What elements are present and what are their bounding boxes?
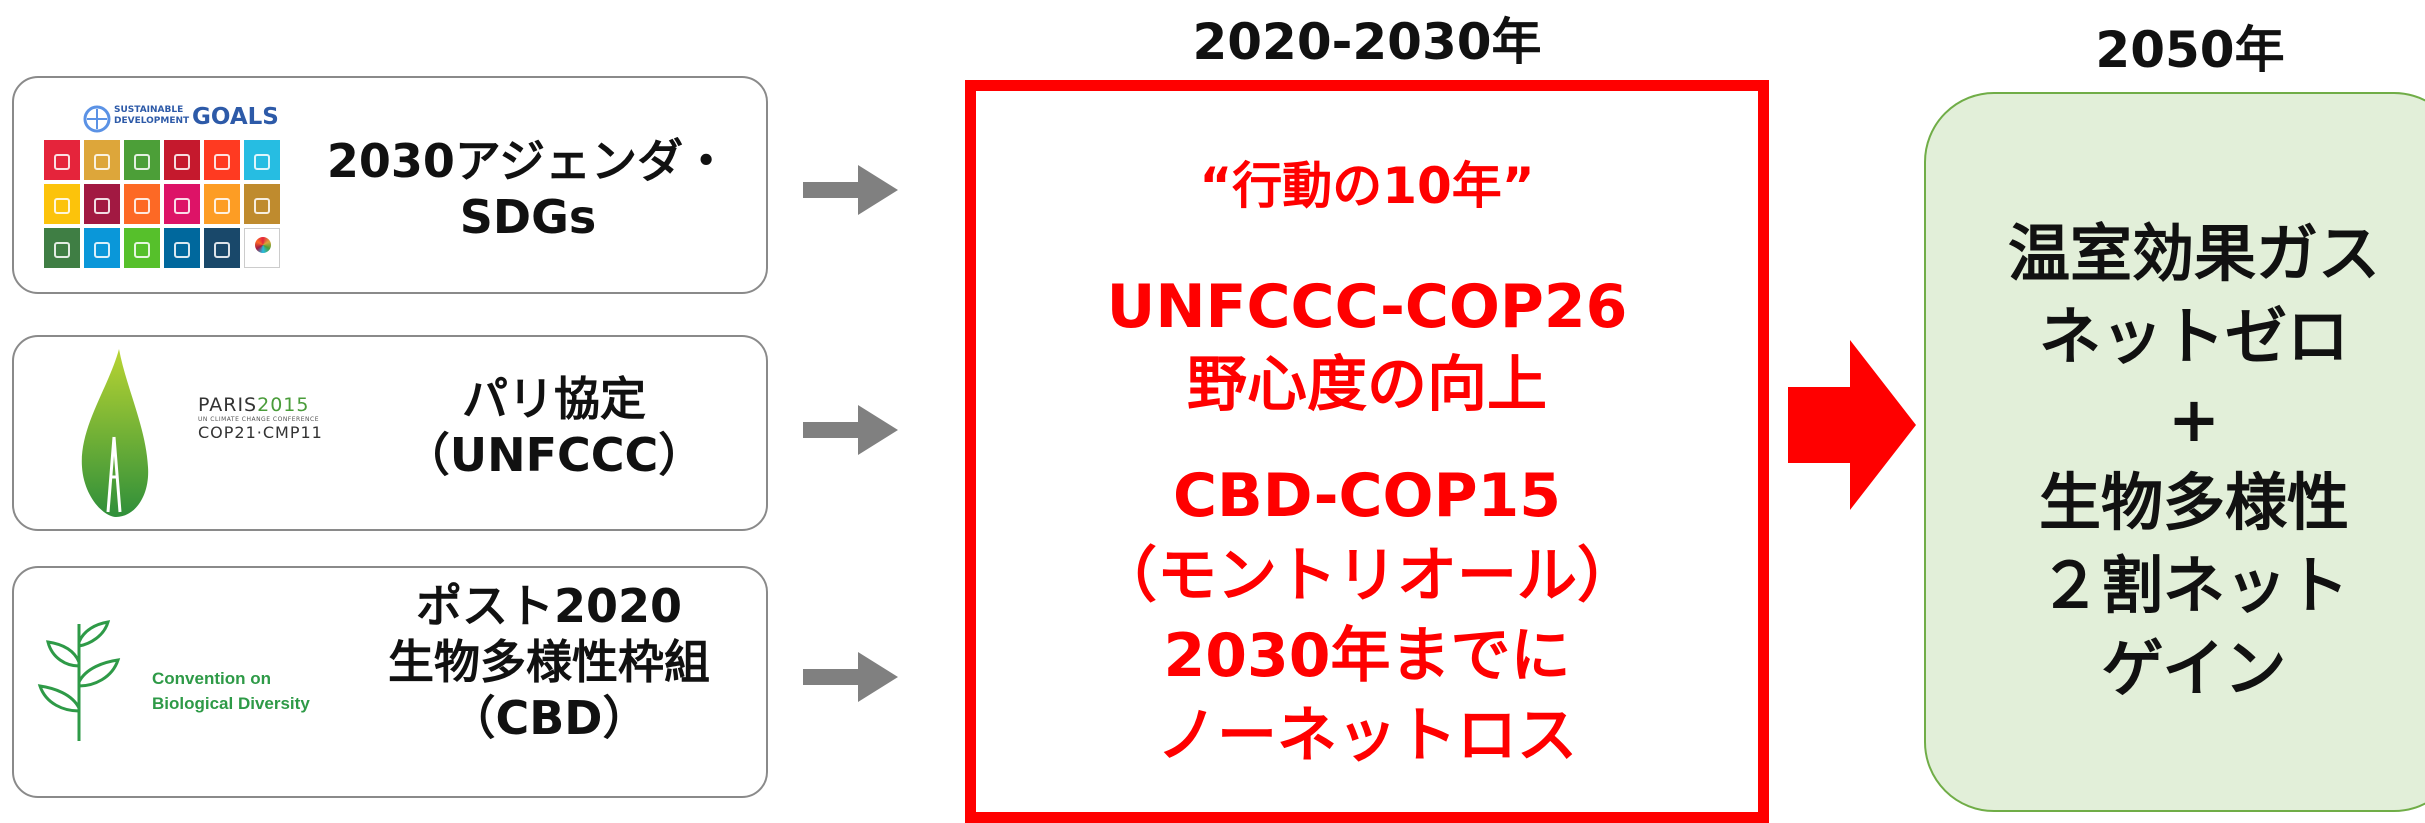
sdg-goal-tile	[84, 140, 120, 180]
sdg-tile-glyph	[54, 154, 70, 170]
cbd-logo-line: Convention on	[152, 669, 271, 688]
sdg-goal-tile-grid	[44, 140, 282, 270]
gray-arrow-icon	[803, 652, 898, 702]
sdg-tile-glyph	[54, 242, 70, 258]
sdg-tile-glyph	[94, 154, 110, 170]
sdg-tile-glyph	[174, 154, 190, 170]
sdgs-logo-line1: SUSTAINABLE	[114, 105, 184, 115]
cop15-line: CBD-COP15	[1172, 461, 1562, 531]
paris-leaf-logo-icon	[81, 349, 149, 517]
cbd-label-line: （CBD）	[449, 691, 649, 746]
paris-logo-cop: COP21·CMP11	[198, 423, 323, 442]
sdg-goal-tile	[124, 184, 160, 224]
cop15-line: 2030年までに	[1163, 621, 1571, 691]
sdg-tile-glyph	[94, 242, 110, 258]
cbd-label-line: ポスト2020	[415, 579, 683, 633]
sdg-goal-tile	[244, 228, 280, 268]
paris-label-line: （UNFCCC）	[403, 428, 705, 483]
sdg-goal-tile	[204, 184, 240, 224]
sdg-tile-glyph	[94, 198, 110, 214]
paris-logo-paris: PARIS	[198, 394, 258, 416]
sdg-goal-tile	[124, 228, 160, 268]
sdg-tile-glyph	[254, 154, 270, 170]
sdgs-label-line: 2030アジェンダ・	[326, 134, 730, 188]
sdg-tile-glyph	[174, 198, 190, 214]
paris-logo-sub: UN CLIMATE CHANGE CONFERENCE	[198, 416, 319, 423]
un-emblem-icon	[83, 105, 111, 133]
cop15-line: （モントリオール）	[1097, 541, 1637, 611]
goal-2050-text: 温室効果ガス ネットゼロ + 生物多様性 ２割ネット ゲイン	[1926, 212, 2425, 710]
sdgs-box: SUSTAINABLE DEVELOPMENT GOALS 2030アジェンダ・…	[12, 76, 768, 294]
sdgs-label-line: SDGs	[459, 190, 597, 245]
cbd-label: ポスト2020 生物多様性枠組 （CBD）	[344, 578, 754, 746]
right-column-title: 2050年	[2095, 21, 2285, 79]
goal-2050-line: ２割ネット	[2038, 549, 2349, 622]
paris-agreement-label: パリ協定 （UNFCCC）	[354, 371, 754, 483]
decade-of-action-title: “行動の10年”	[1199, 157, 1535, 215]
paris-logo-year: 2015	[257, 394, 310, 416]
goal-2050-line: ネットゼロ	[2038, 300, 2349, 373]
sdgs-label: 2030アジェンダ・ SDGs	[298, 133, 758, 245]
sdg-tile-glyph	[134, 154, 150, 170]
sdg-tile-glyph	[214, 154, 230, 170]
sdg-goal-tile	[44, 184, 80, 224]
sdg-goal-tile	[244, 140, 280, 180]
gray-arrow-icon	[803, 405, 898, 455]
sdg-goal-tile	[204, 140, 240, 180]
goal-2050-line: ゲイン	[2101, 632, 2287, 705]
red-arrow-icon	[1788, 340, 1916, 510]
sdg-goal-tile	[204, 228, 240, 268]
cop26-line: 野心度の向上	[1187, 350, 1547, 420]
cbd-logo-text: Convention on Biological Diversity	[152, 666, 310, 716]
paris-logo-text: PARIS2015 UN CLIMATE CHANGE CONFERENCE C…	[198, 394, 338, 442]
sdg-goal-tile	[84, 228, 120, 268]
cbd-box: Convention on Biological Diversity ポスト20…	[12, 566, 768, 798]
sdgs-logo-goals: GOALS	[192, 104, 279, 130]
sdg-goal-tile	[164, 228, 200, 268]
goal-2050-line: 温室効果ガス	[2007, 217, 2380, 290]
goal-2050-box: 温室効果ガス ネットゼロ + 生物多様性 ２割ネット ゲイン	[1924, 92, 2425, 812]
sdg-goal-tile	[164, 184, 200, 224]
sdg-goal-tile	[84, 184, 120, 224]
cop15-line: ノーネットロス	[1157, 701, 1577, 771]
sdg-goal-tile	[124, 140, 160, 180]
cop26-line: UNFCCC-COP26	[1106, 272, 1628, 342]
gray-arrow-icon	[803, 165, 898, 215]
middle-column-title: 2020-2030年	[1192, 13, 1542, 71]
decade-of-action-box: “行動の10年” UNFCCC-COP26 野心度の向上 CBD-COP15 （…	[965, 80, 1769, 823]
sdg-goal-tile	[244, 184, 280, 224]
sdg-tile-glyph	[254, 198, 270, 214]
plus-sign: +	[2168, 383, 2220, 456]
cbd-label-line: 生物多様性枠組	[388, 635, 710, 690]
sdgs-logo-line2: DEVELOPMENT	[114, 116, 190, 126]
sdg-tile-glyph	[214, 198, 230, 214]
sdg-tile-glyph	[134, 198, 150, 214]
sdgs-logo: SUSTAINABLE DEVELOPMENT GOALS	[44, 104, 282, 270]
paris-agreement-box: PARIS2015 UN CLIMATE CHANGE CONFERENCE C…	[12, 335, 768, 531]
cop26-text: UNFCCC-COP26 野心度の向上	[976, 268, 1758, 424]
sdg-goal-tile	[164, 140, 200, 180]
sdg-wheel-icon	[255, 237, 271, 253]
goal-2050-line: 生物多様性	[2038, 466, 2349, 539]
cbd-logo-line: Biological Diversity	[152, 694, 310, 713]
paris-label-line: パリ協定	[462, 372, 646, 426]
sdg-tile-glyph	[214, 242, 230, 258]
sdg-tile-glyph	[174, 242, 190, 258]
sdg-tile-glyph	[54, 198, 70, 214]
sdg-tile-glyph	[134, 242, 150, 258]
sdg-goal-tile	[44, 140, 80, 180]
cbd-plant-logo-icon	[37, 620, 121, 741]
cop15-text: CBD-COP15 （モントリオール） 2030年までに ノーネットロス	[976, 456, 1758, 776]
sdg-goal-tile	[44, 228, 80, 268]
